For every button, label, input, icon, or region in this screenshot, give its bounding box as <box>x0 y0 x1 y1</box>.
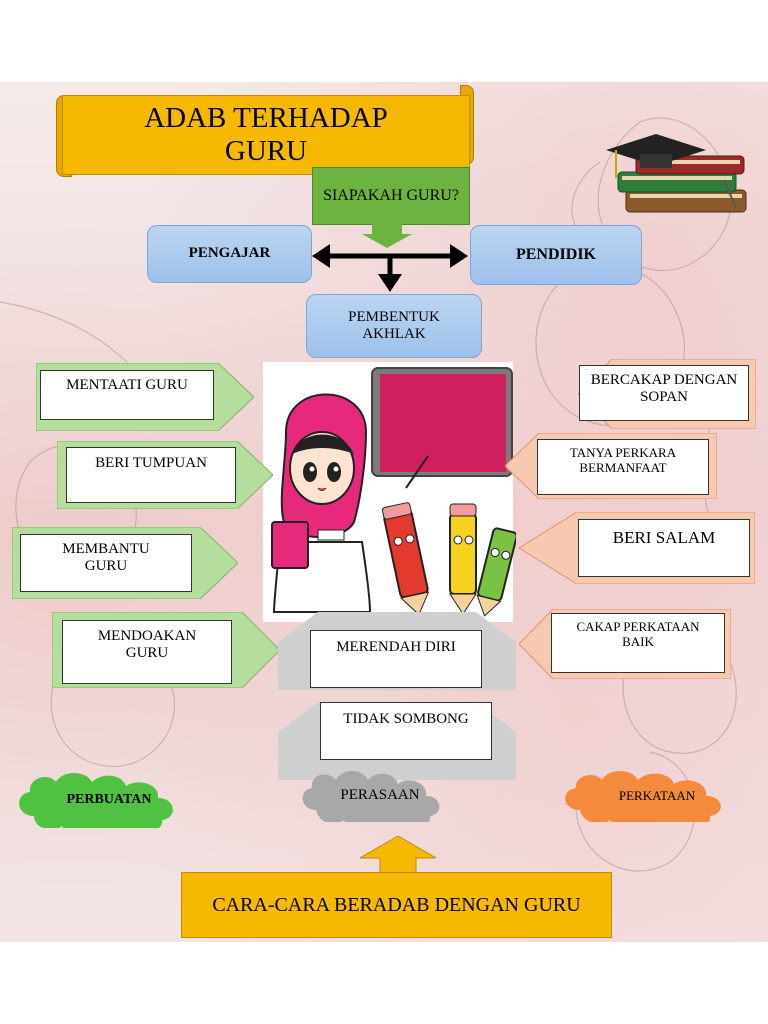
teacher-girl-illustration <box>271 393 372 613</box>
right-item-3: BERI SALAM <box>578 519 750 577</box>
cloud-label-perkataan: PERKATAAN <box>618 788 696 803</box>
poster-title: ADAB TERHADAP GURU <box>62 95 470 175</box>
left-item-1: MENTAATI GURU <box>40 370 214 420</box>
graduation-books-icon <box>606 134 747 213</box>
footer-up-arrow-icon <box>360 836 436 876</box>
footer-box: CARA-CARA BERADAB DENGAN GURU <box>181 872 612 938</box>
role-pembentuk-akhlak: PEMBENTUK AKHLAK <box>306 294 482 358</box>
left-item-4: MENDOAKAN GURU <box>62 620 232 684</box>
cloud-label-perasaan: PERASAAN <box>340 786 420 803</box>
cloud-label-perbuatan: PERBUATAN <box>66 792 152 807</box>
role-pengajar: PENGAJAR <box>147 225 312 283</box>
right-item-1: BERCAKAP DENGAN SOPAN <box>579 365 749 421</box>
cloud-perasaan <box>302 771 440 822</box>
right-item-2: TANYA PERKARA BERMANFAAT <box>537 439 709 495</box>
question-box: SIAPAKAH GURU? <box>312 167 470 225</box>
center-item-2: TIDAK SOMBONG <box>320 702 492 760</box>
blackboard-icon <box>371 367 513 489</box>
right-item-4: CAKAP PERKATAAN BAIK <box>551 613 725 673</box>
role-pendidik: PENDIDIK <box>470 225 642 285</box>
left-item-3: MEMBANTU GURU <box>20 534 192 592</box>
cloud-perbuatan <box>19 773 173 828</box>
center-item-1: MERENDAH DIRI <box>310 630 482 688</box>
pencil-characters-illustration <box>381 502 516 617</box>
left-item-2: BERI TUMPUAN <box>66 447 236 503</box>
cloud-perkataan <box>565 771 721 822</box>
direction-arrows-icon <box>312 222 468 292</box>
